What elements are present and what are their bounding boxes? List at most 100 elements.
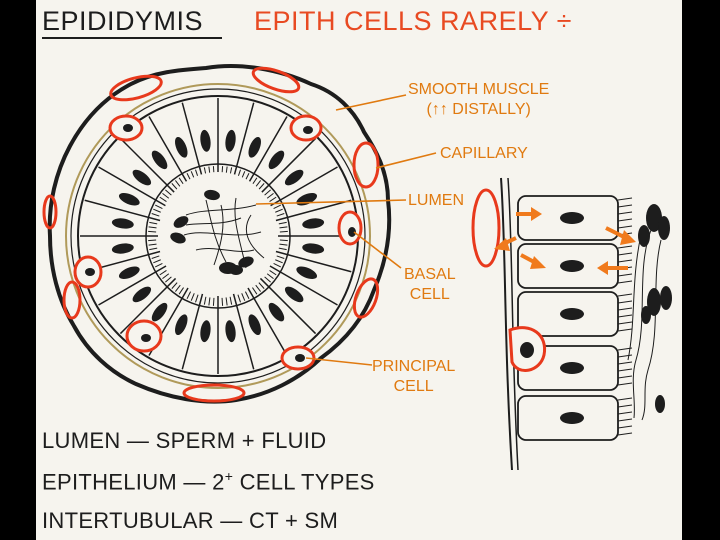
principal-cell-nucleus [302,243,325,254]
principal-cell-nucleus [248,314,261,336]
slide: EPIDIDYMIS EPITH CELLS RARELY ÷ SMOOTH M… [36,0,682,540]
stereocilia [617,280,633,284]
stereocilia [278,221,287,225]
label-principal-line2: CELL [393,378,434,395]
stereocilia [617,425,633,429]
stereocilia [264,276,271,283]
stereocilia [255,180,262,188]
principal-cell-border [259,137,317,195]
stereocilia [617,252,633,256]
stereocilia [617,314,633,318]
note-epithelium-sup: + [224,468,234,484]
label-principal-line1: PRINCIPAL [372,358,456,375]
leader-lines [255,94,437,366]
principal-cell-nucleus [118,266,140,279]
principal-cell-nucleus [560,260,584,272]
stereocilia [148,230,157,233]
principal-cell-border [181,293,204,370]
principal-cell-border [269,265,338,306]
basal-cells [73,114,363,371]
principal-cell-nucleus [302,218,325,229]
stereocilia [171,183,178,190]
principal-cell-nucleus [175,136,188,158]
stereocilia [153,259,161,264]
stereocilia [279,226,288,229]
epididymis-diagram [42,64,672,471]
principal-cell-border [275,250,352,273]
smooth-muscle-layer [65,83,371,389]
stereocilia [264,189,271,196]
principal-cell-nucleus [284,169,304,186]
principal-cell-nucleus [200,129,211,152]
label-basal-cell: BASAL CELL [404,265,456,305]
stereocilia [174,284,181,292]
principal-cell-border [275,199,352,222]
stereocilia [159,270,167,276]
capillaries [42,66,380,403]
label-smooth-muscle: SMOOTH MUSCLE (↑↑ DISTALLY) [408,80,549,120]
stereocilia [244,291,250,300]
stereocilia [617,432,633,436]
stereocilia [178,287,184,295]
note-epithelium: EPITHELIUM — 2+ CELL TYPES [42,468,375,495]
stereocilia [148,243,157,246]
stereocilia [159,196,167,202]
principal-cell-nucleus [225,129,236,152]
stereocilia [617,307,633,311]
stereocilia [279,243,288,246]
stereocilia [617,293,633,297]
stereocilia [269,270,277,276]
stereocilia [190,293,195,301]
principal-cell-nucleus [268,302,285,322]
principal-cell-border [232,293,255,370]
stereocilia [617,300,633,304]
stereocilia [273,262,282,268]
principal-cell-border [259,277,317,335]
principal-cell-border [84,199,161,222]
stereocilia [617,245,633,249]
principal-cell-border [247,116,288,185]
principal-cell-nucleus [560,308,584,320]
label-lumen: LUMEN [408,192,465,209]
note-epithelium-pre: EPITHELIUM — 2 [42,469,225,495]
principal-cell-nucleus [284,286,304,303]
stereocilia [154,204,163,210]
stereocilia [212,297,215,306]
stereocilia [208,297,211,306]
stereocilia [617,218,633,222]
stereocilia [237,294,241,303]
stereocilia [252,177,258,185]
stereocilia [148,226,157,229]
principal-cell-border [119,277,177,335]
principal-cell-nucleus [296,266,318,279]
principal-cell-border [247,287,288,356]
principal-cell-nucleus [560,412,584,424]
epithelium-detail [471,177,672,471]
stereocilia [617,404,633,408]
stereocilia [275,208,283,213]
title-epith-cells: EPITH CELLS RARELY ÷ [254,6,572,36]
principal-cell-nucleus [225,320,236,343]
stereocilia [258,183,265,190]
sperm-in-lumen [183,197,265,269]
principal-cell-border [98,166,167,207]
stereocilia [174,180,181,188]
label-basal-line1: BASAL [404,266,456,283]
principal-cell-nucleus [111,218,134,229]
stereocilia [617,354,633,358]
note-intertubular: INTERTUBULAR — CT + SM [42,508,339,533]
principal-cell-border [148,116,189,185]
stereocilia [244,172,250,181]
stereocilia [279,230,288,233]
stereocilia [617,418,633,422]
stereocilia [186,172,192,181]
label-basal-line2: CELL [409,286,450,303]
stereocilia [171,282,178,289]
stereocilia [148,239,157,242]
stereocilia [278,247,287,251]
principal-cell-detail [517,195,619,241]
stereocilia [617,375,633,379]
principal-cell-border [269,166,338,207]
stereocilia [617,259,633,263]
stereocilia [273,204,282,210]
